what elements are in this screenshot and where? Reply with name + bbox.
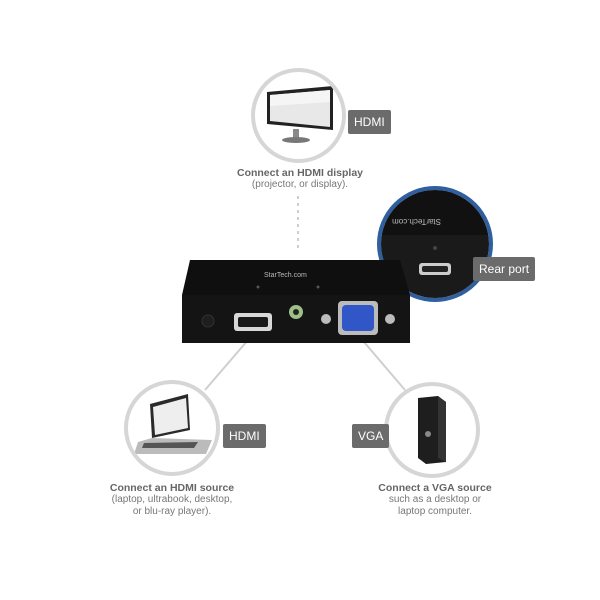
- hdmi-source-caption-line1: (laptop, ultrabook, desktop,: [111, 494, 233, 505]
- device-image: StarTech.com: [182, 260, 410, 343]
- laptop-icon: [134, 394, 212, 454]
- device-brand-text: StarTech.com: [264, 272, 307, 279]
- rear-brand-text: StarTech.com: [392, 217, 441, 226]
- rear-port-icon: StarTech.com: [381, 190, 489, 298]
- desktop-tower-icon: [418, 396, 446, 464]
- monitor-icon: [267, 86, 333, 143]
- vga-source-caption-line1: such as a desktop or: [388, 494, 482, 505]
- vga-source-caption-line2: laptop computer.: [398, 506, 472, 517]
- vga-source-tag: VGA: [352, 424, 390, 448]
- hdmi-source-tag: HDMI: [223, 424, 266, 448]
- rear-port-circle: StarTech.com: [377, 186, 493, 302]
- display-circle: [251, 68, 346, 163]
- vga-source-caption: Connect a VGA source such as a desktop o…: [360, 482, 510, 518]
- display-caption-subtitle: (projector, or display).: [251, 179, 349, 190]
- hdmi-source-caption-title: Connect an HDMI source: [109, 482, 235, 494]
- display-hdmi-tag: HDMI: [348, 110, 391, 134]
- hdmi-source-caption-line2: or blu-ray player).: [132, 506, 212, 517]
- rear-port-tag: Rear port: [473, 257, 536, 281]
- display-caption-title: Connect an HDMI display: [236, 167, 363, 179]
- display-caption: Connect an HDMI display (projector, or d…: [200, 167, 400, 191]
- vga-source-caption-title: Connect a VGA source: [378, 482, 492, 494]
- hdmi-source-circle: [124, 380, 220, 476]
- hdmi-source-caption: Connect an HDMI source (laptop, ultraboo…: [92, 482, 252, 518]
- hdmi-source-connector: [204, 339, 249, 391]
- vga-source-connector: [357, 334, 406, 391]
- vga-source-circle: [384, 382, 480, 478]
